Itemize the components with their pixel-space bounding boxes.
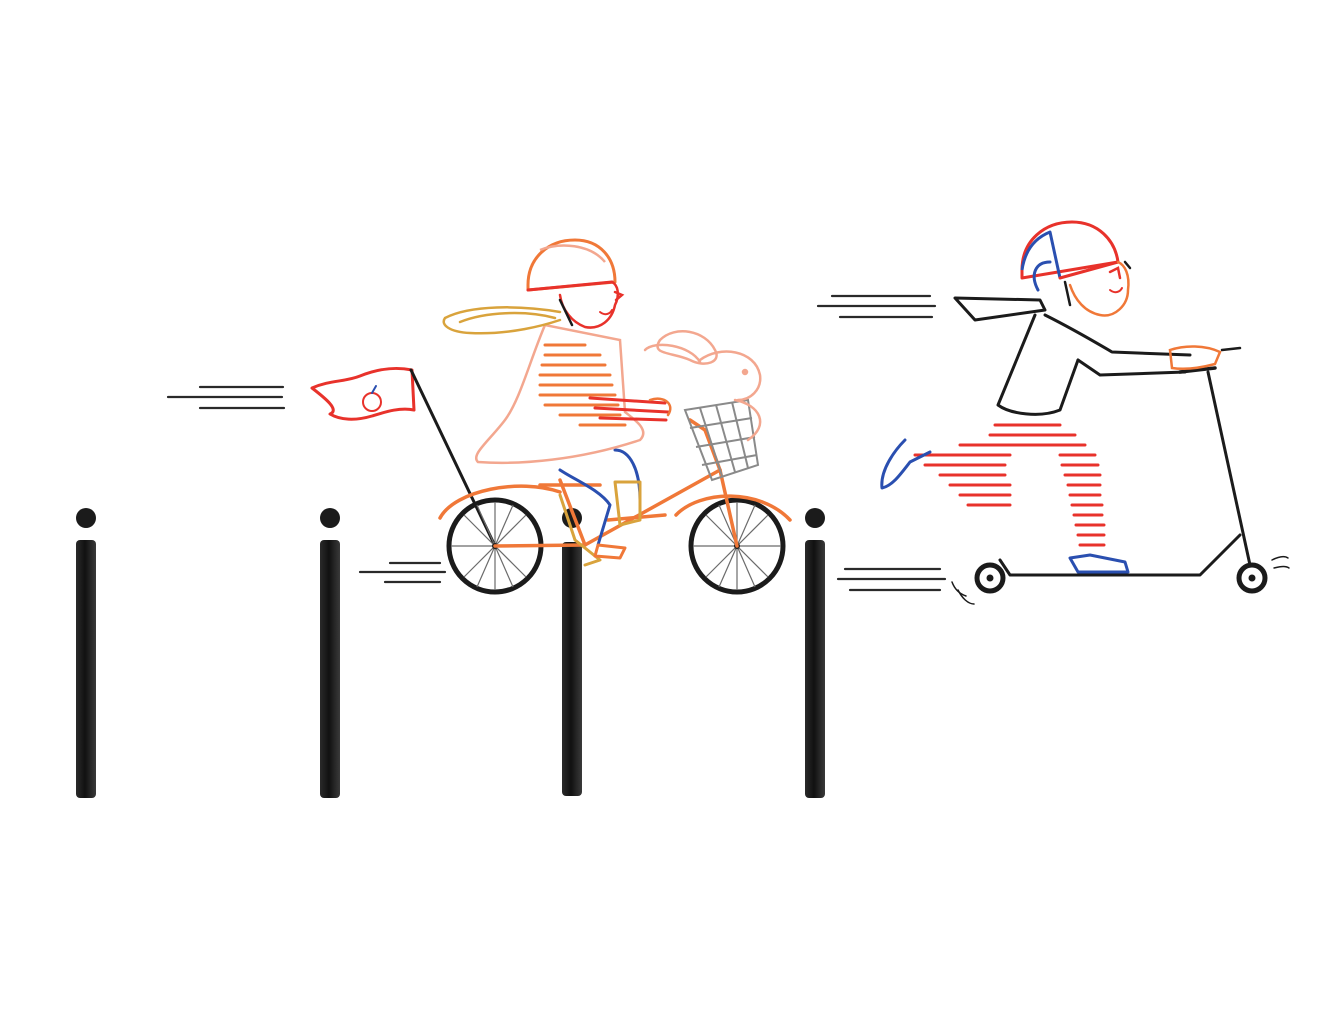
motion-lines-icon [166, 294, 947, 592]
boy-hand [1168, 345, 1242, 371]
flag-icon [310, 366, 498, 550]
boy-torso [953, 296, 1192, 416]
basket-icon [683, 398, 760, 482]
bollard [805, 508, 825, 798]
girl-head [526, 238, 625, 329]
girl-legs [558, 448, 642, 567]
bollard [562, 508, 582, 796]
bollard [320, 508, 340, 798]
boy-shoes [880, 438, 1130, 574]
girl-hair [442, 306, 562, 335]
apple-icon [362, 385, 382, 412]
boy-legs [913, 423, 1106, 547]
girl-body [474, 323, 672, 465]
girl-on-bicycle [310, 238, 792, 595]
bollard [76, 508, 96, 798]
boy-on-scooter [880, 220, 1290, 605]
boy-head [1020, 220, 1132, 317]
scooter [951, 366, 1290, 605]
bicycle-frame [438, 418, 792, 548]
bunny [643, 330, 762, 442]
